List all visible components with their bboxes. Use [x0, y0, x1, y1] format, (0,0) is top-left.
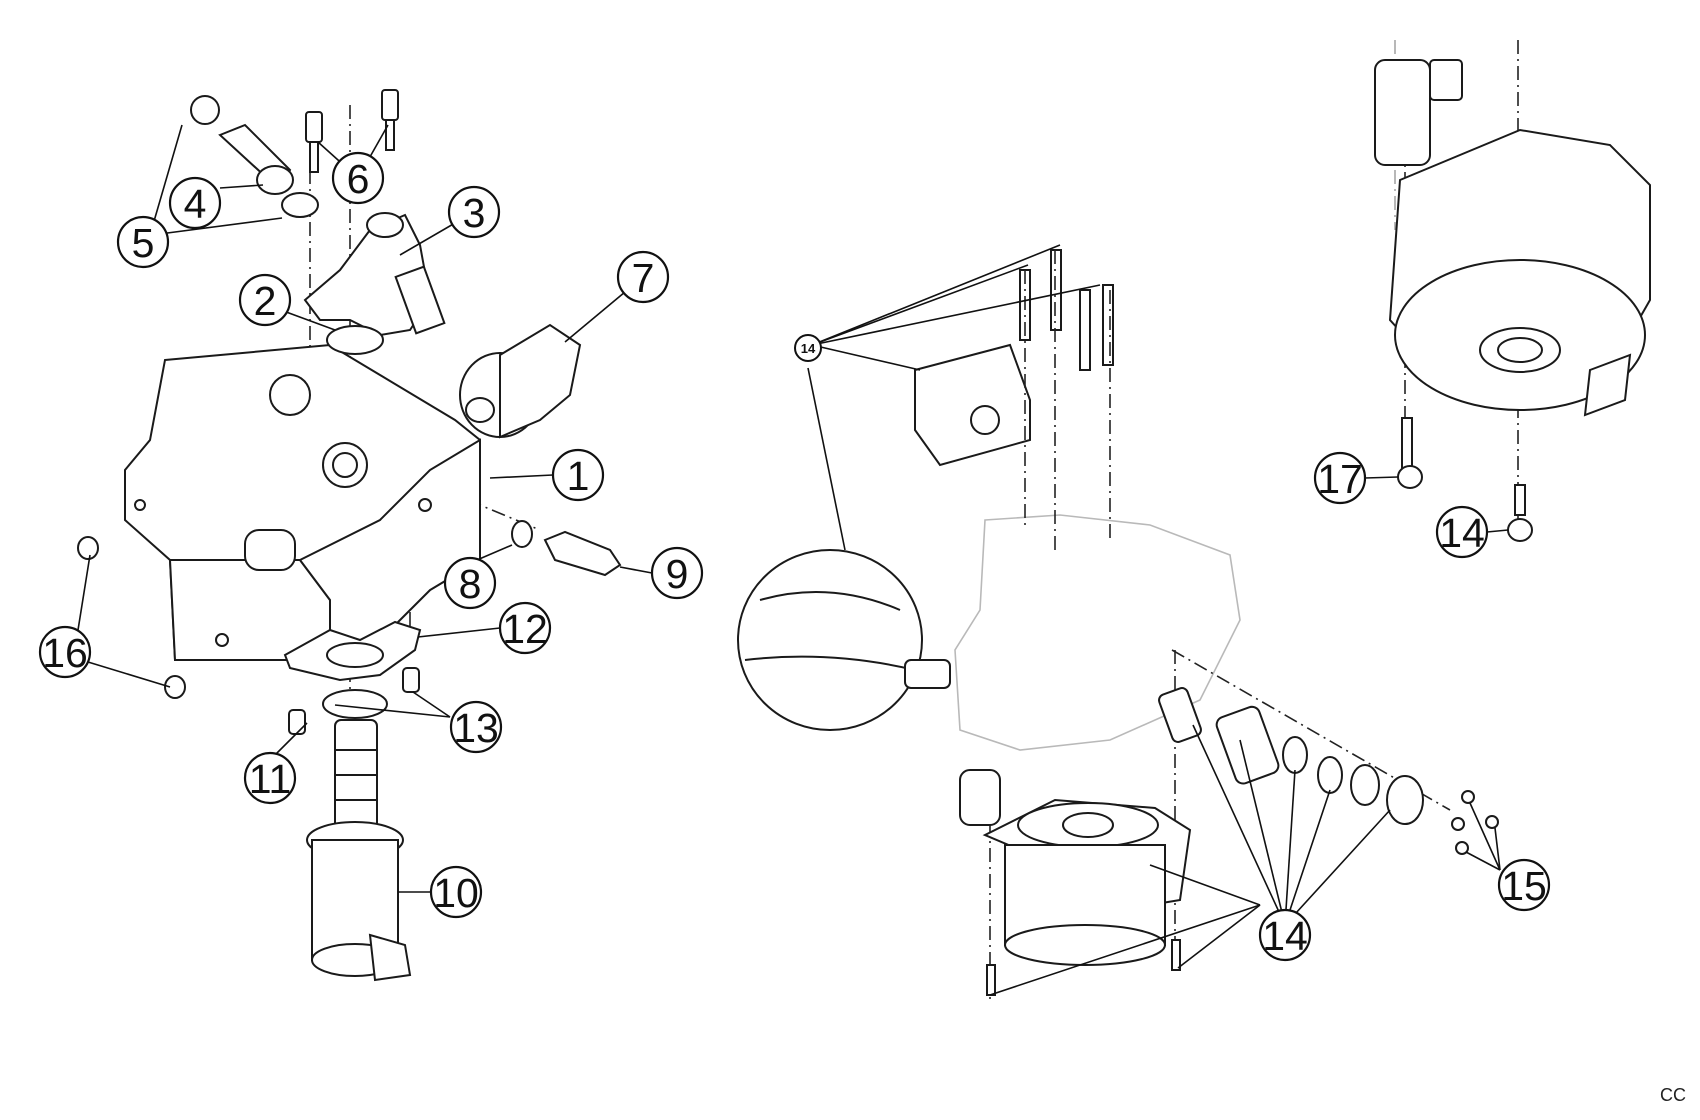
callout-1: 1: [551, 448, 605, 502]
callout-13-label: 13: [453, 705, 499, 751]
valve-block-part: [914, 343, 1031, 467]
valve-body-part: [124, 343, 481, 662]
callout-5-label: 5: [132, 220, 155, 266]
callout-4-label: 4: [184, 181, 207, 227]
spool-part: [334, 719, 378, 831]
small-screw-part: [1461, 790, 1475, 804]
callout-13: 13: [449, 700, 503, 754]
seal-part: [1282, 736, 1308, 774]
callout-10: 10: [429, 865, 483, 919]
callout-14-pump-label: 14: [1439, 510, 1485, 556]
callout-14-small: 14: [794, 334, 822, 362]
callout-3: 3: [447, 185, 501, 239]
callout-11-label: 11: [249, 756, 292, 802]
callout-10-label: 10: [433, 870, 479, 916]
bolt-part: [1514, 484, 1526, 516]
screws-part: [305, 89, 399, 173]
callout-17-label: 17: [1317, 456, 1363, 502]
accumulator-part: [737, 549, 951, 731]
callout-12-label: 12: [502, 606, 548, 652]
valve-stem-part: [190, 95, 319, 218]
small-screw-part: [1485, 815, 1499, 829]
solenoid-part: [306, 821, 412, 982]
callout-7: 7: [616, 250, 670, 304]
middle-assembly: [737, 249, 1499, 1000]
plug-small-part: [77, 536, 99, 560]
callout-8: 8: [443, 556, 497, 610]
small-screw-part: [1451, 817, 1465, 831]
solenoid-part: [959, 769, 1192, 966]
callout-8-label: 8: [459, 561, 482, 607]
ring-part: [322, 689, 388, 719]
right-assembly: [1374, 40, 1651, 542]
callout-12: 12: [498, 601, 552, 655]
fitting-part: [303, 212, 446, 337]
callout-9: 9: [650, 546, 704, 600]
plug-part: [543, 530, 622, 577]
callout-16: 16: [38, 625, 92, 679]
callout-1-label: 1: [567, 453, 590, 499]
bolt-head-part: [1397, 465, 1423, 489]
callout-3-label: 3: [463, 190, 486, 236]
sensor-part: [459, 323, 582, 439]
small-screw-part: [288, 709, 306, 735]
callout-6: 6: [331, 151, 385, 205]
small-screw-part: [1455, 841, 1469, 855]
callout-9-label: 9: [666, 551, 689, 597]
seal-part: [1317, 756, 1343, 794]
small-screw-part: [402, 667, 420, 693]
callout-2-label: 2: [254, 278, 277, 324]
callout-14-lower-label: 14: [1262, 913, 1308, 959]
pump-part: [1374, 59, 1651, 417]
callout-6-label: 6: [347, 156, 370, 202]
callout-15-label: 15: [1501, 863, 1547, 909]
bolt-part: [1401, 417, 1413, 469]
callout-14-small-label: 14: [801, 341, 816, 356]
callout-5: 5: [116, 215, 170, 269]
sleeve-part: [1158, 687, 1202, 743]
callout-4: 4: [168, 176, 222, 230]
plug-small-part: [164, 675, 186, 699]
plug-part: [1350, 764, 1380, 806]
washer-part: [511, 520, 533, 548]
corner-label: CC: [1660, 1085, 1686, 1105]
callout-2: 2: [238, 273, 292, 327]
left-assembly: [77, 89, 622, 982]
bolts-part: [1019, 249, 1114, 371]
callout-14-lower: 14: [1258, 908, 1312, 962]
callout-7-label: 7: [632, 255, 655, 301]
callout-15: 15: [1497, 858, 1551, 912]
bolt-head-part: [1507, 518, 1533, 542]
leader-lines: [77, 124, 1509, 996]
spring-part: [1215, 705, 1280, 785]
gasket-plate-part: [283, 620, 422, 682]
callout-17: 17: [1313, 451, 1367, 505]
callout-11: 11: [243, 751, 297, 805]
o-ring-part: [326, 325, 384, 355]
bolt-part: [1171, 939, 1181, 971]
bolt-part: [986, 964, 996, 996]
cap-part: [1386, 775, 1424, 825]
callout-16-label: 16: [42, 630, 88, 676]
callout-14-pump: 14: [1435, 505, 1489, 559]
